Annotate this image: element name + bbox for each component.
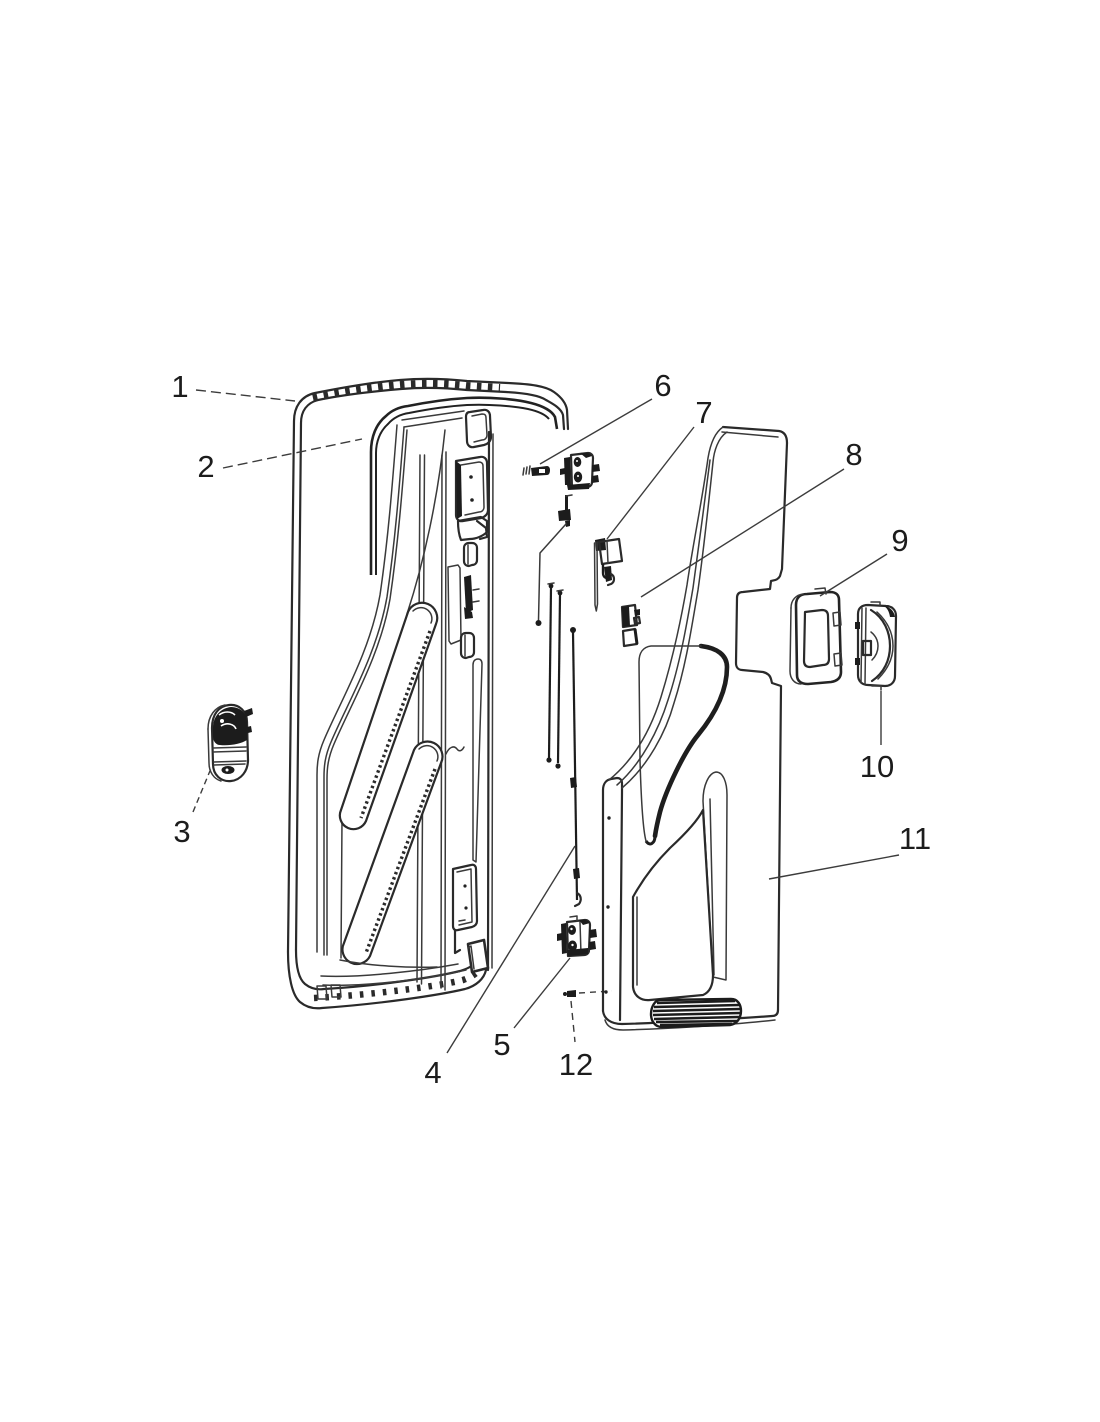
svg-text:5: 5 [493,1027,510,1062]
svg-text:3: 3 [173,814,190,849]
svg-text:8: 8 [845,437,862,472]
svg-text:9: 9 [891,523,908,558]
svg-text:12: 12 [559,1047,593,1082]
svg-text:11: 11 [899,821,931,856]
svg-text:1: 1 [171,369,188,404]
svg-text:2: 2 [197,449,214,484]
svg-text:10: 10 [860,749,894,784]
svg-text:4: 4 [424,1055,441,1090]
svg-text:7: 7 [695,395,712,430]
svg-text:6: 6 [654,368,671,403]
